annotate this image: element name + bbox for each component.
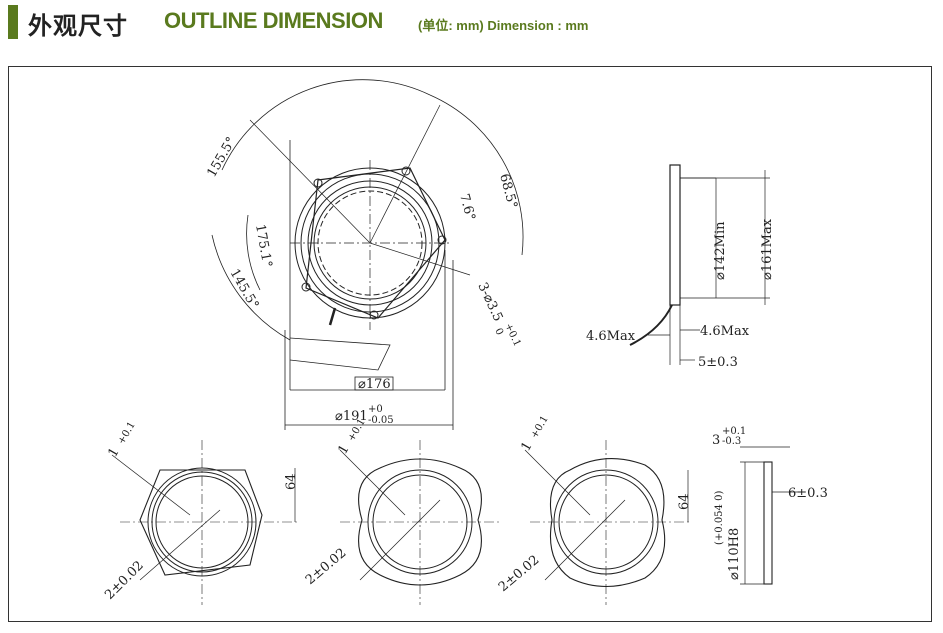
arc-155 xyxy=(221,79,431,171)
bv1-leader-2 xyxy=(139,509,221,581)
dimension-labels: 155.5° 68.5° 7.6° 175.1° 145.5° 3-⌀3.5 +… xyxy=(102,135,828,603)
bv3-outer xyxy=(549,458,666,587)
label-holes-tol-upper: +0.1 xyxy=(502,322,522,349)
mount-hole-3 xyxy=(437,235,447,245)
bv2-outer xyxy=(358,458,482,586)
outer-flange xyxy=(305,167,446,319)
radial-line-2 xyxy=(369,104,441,244)
label-dia-191: ⌀191 xyxy=(335,409,368,424)
unit-note: (单位: mm) Dimension : mm xyxy=(418,18,589,33)
section-body xyxy=(763,461,773,585)
mount-hole-4 xyxy=(301,282,311,292)
bottom-view-2 xyxy=(339,440,500,605)
label-dia-161: ⌀161Max xyxy=(760,218,775,280)
bv2-leader-2 xyxy=(359,499,441,581)
label-angle-175: 175.1° xyxy=(252,223,274,269)
label-thickness-5: 5±0.3 xyxy=(698,355,738,370)
main-front-view xyxy=(211,79,524,430)
bv2-leader-1 xyxy=(339,449,406,516)
lead-wire xyxy=(328,307,337,326)
label-4-6-right: 4.6Max xyxy=(700,324,750,339)
bv3-label-64: 64 xyxy=(677,493,692,510)
label-angle-145: 145.5° xyxy=(227,267,262,312)
label-dia-142: ⌀142Min xyxy=(713,221,728,280)
lead-shadow xyxy=(289,337,391,371)
header-accent-bar xyxy=(8,5,18,39)
bv3-label-tol-upper: +0.1 xyxy=(529,414,551,441)
mount-hole-2 xyxy=(401,166,411,176)
bv1-leader-1 xyxy=(111,454,191,516)
bv1-label-tol: 1 xyxy=(105,445,122,460)
bottom-view-1 xyxy=(111,440,300,605)
bv3-leader-1 xyxy=(524,449,591,516)
arc-175 xyxy=(246,214,261,291)
radial-line-1 xyxy=(249,119,371,244)
section-label-3: 3 xyxy=(712,433,720,448)
label-angle-7: 7.6° xyxy=(456,192,478,222)
bv1-label-64: 64 xyxy=(284,473,299,490)
bv3-label-tol: 1 xyxy=(518,439,535,454)
mount-hole-1 xyxy=(313,178,323,188)
side-lead-wire xyxy=(629,304,673,346)
mount-hole-5 xyxy=(369,310,379,320)
side-view xyxy=(629,164,770,365)
section-label-bore: ⌀110H8 xyxy=(727,528,742,580)
bv2-label-tol: 1 xyxy=(335,442,352,457)
bv1-label-thickness: 2±0.02 xyxy=(102,558,147,603)
arc-145 xyxy=(211,234,291,341)
bv3-label-thickness: 2±0.02 xyxy=(496,553,542,595)
bv2-label-thickness: 2±0.02 xyxy=(303,546,349,588)
radial-line-3 xyxy=(369,242,471,276)
label-4-6-left: 4.6Max xyxy=(586,329,636,344)
bottom-view-3 xyxy=(524,440,690,605)
arc-68 xyxy=(429,94,524,256)
drawing-frame xyxy=(8,66,932,622)
title-english: OUTLINE DIMENSION xyxy=(164,8,383,33)
header: 外观尺寸 OUTLINE DIMENSION (单位: mm) Dimensio… xyxy=(0,0,943,44)
section-label-depth: 6±0.3 xyxy=(788,486,828,501)
label-angle-155: 155.5° xyxy=(204,135,239,180)
label-dia-191-tol-upper: +0 xyxy=(368,404,383,415)
label-dia-191-tol-lower: -0.05 xyxy=(368,415,394,426)
bv1-outer xyxy=(139,469,263,576)
bv3-leader-2 xyxy=(544,499,626,581)
section-view xyxy=(740,446,800,585)
label-angle-68: 68.5° xyxy=(496,172,520,210)
side-body xyxy=(669,164,681,306)
label-holes: 3-⌀3.5 xyxy=(474,280,505,324)
section-label-3-lower: -0.3 xyxy=(722,436,741,447)
label-dia-176: ⌀176 xyxy=(358,377,391,392)
section-label-bore-tol: (+0.054 0) xyxy=(714,491,725,545)
section-label-3-upper: +0.1 xyxy=(722,426,746,437)
bv1-label-tol-upper: +0.1 xyxy=(116,420,138,447)
title-chinese: 外观尺寸 xyxy=(28,12,128,40)
dim-176-box xyxy=(354,376,394,391)
label-holes-tol-lower: 0 xyxy=(492,327,505,337)
